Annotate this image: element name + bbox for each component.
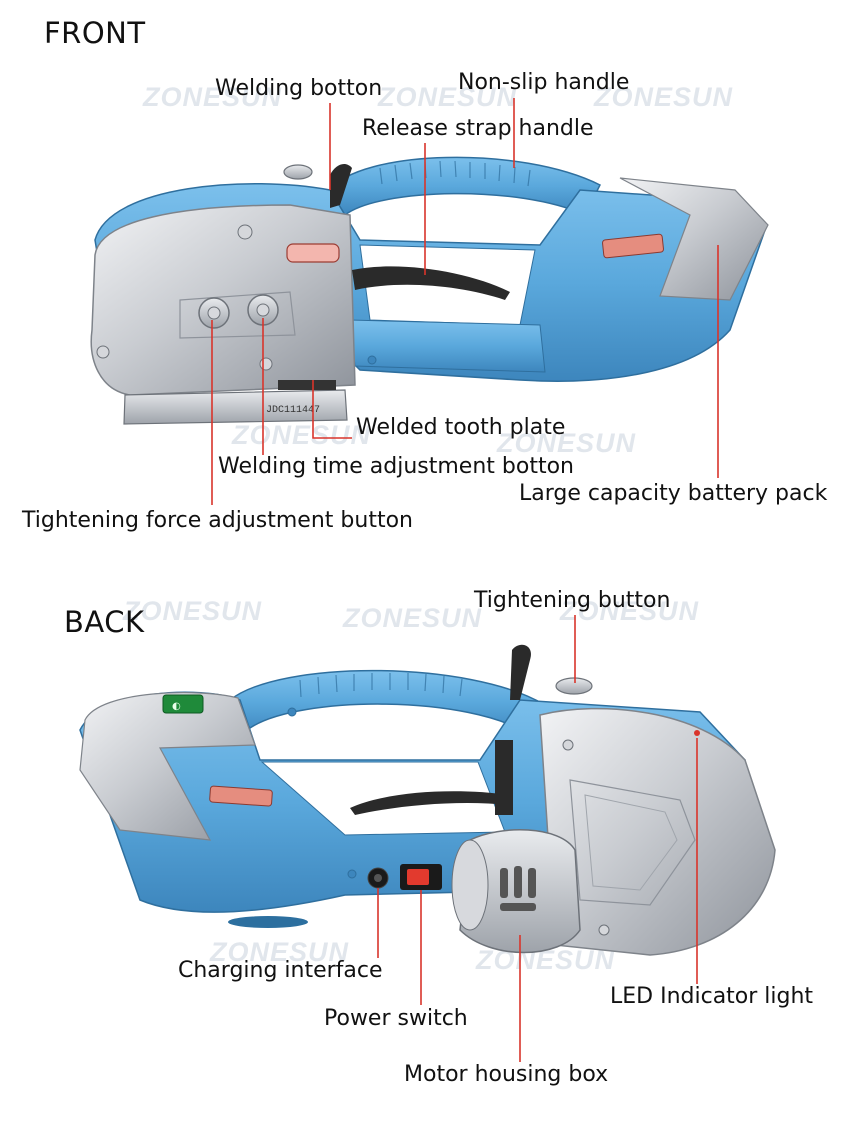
handle-grip-ribs (379, 160, 531, 187)
label-charging-interface: Charging interface (178, 958, 383, 983)
back-tool: ◐ (79, 644, 776, 956)
watermark: ZONESUN (560, 596, 700, 626)
label-welding-button: Welding botton (215, 76, 383, 101)
plate-code: JDC111447 (266, 405, 320, 416)
back-section-title: BACK (64, 605, 145, 639)
label-led-light: LED Indicator light (610, 984, 814, 1009)
tightening-button (555, 677, 593, 695)
watermark: ZONESUN (594, 82, 734, 112)
gear-cover (539, 707, 776, 956)
label-tightening-button: Tightening button (474, 588, 671, 613)
watermark: ZONESUN (123, 596, 263, 626)
watermark: ZONESUN (143, 82, 283, 112)
label-welding-time-button: Welding time adjustment botton (218, 454, 574, 479)
front-tool: JDC111447 (90, 156, 769, 425)
label-welded-tooth-plate: Welded tooth plate (356, 415, 566, 440)
label-power-switch: Power switch (324, 1006, 468, 1031)
back-leader-lines (377, 615, 698, 1062)
welding-button (283, 164, 313, 180)
watermark: ZONESUN (378, 82, 518, 112)
label-non-slip-handle: Non-slip handle (458, 70, 630, 95)
watermark: ZONESUN (232, 420, 372, 450)
front-leader-lines (211, 98, 719, 505)
release-strap-lever (352, 266, 510, 300)
label-tightening-force-button: Tightening force adjustment button (22, 508, 413, 533)
back-handle (228, 669, 546, 737)
svg-text:◐: ◐ (172, 701, 181, 712)
watermark: ZONESUN (497, 428, 637, 458)
watermark: ZONESUN (210, 937, 350, 967)
label-release-strap-handle: Release strap handle (362, 116, 594, 141)
welding-head (90, 204, 356, 396)
led-indicator-light (694, 730, 700, 736)
label-battery-pack: Large capacity battery pack (519, 481, 828, 506)
welded-tooth-plate (123, 389, 348, 425)
front-section-title: FRONT (44, 16, 146, 50)
non-slip-handle (329, 156, 602, 217)
watermark: ZONESUN (343, 603, 483, 633)
label-motor-housing: Motor housing box (404, 1062, 609, 1087)
